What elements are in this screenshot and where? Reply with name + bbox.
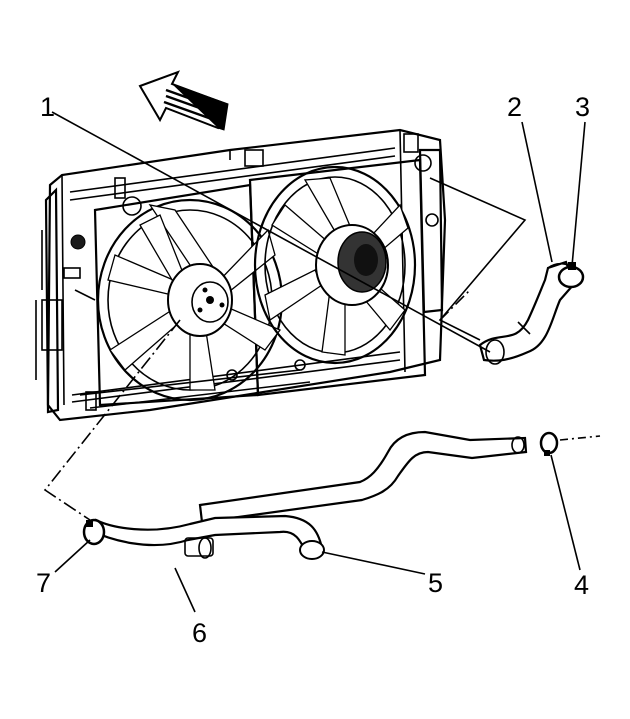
leader-3 [571,121,586,267]
callout-5: 5 [428,568,443,598]
callout-2: 2 [507,92,522,122]
lower-hose-clamp-right [539,431,559,456]
leader-5 [321,551,426,575]
callout-1: 1 [40,92,55,122]
callout-leaders [51,111,586,613]
lower-radiator-hose [88,430,528,560]
leader-2 [521,121,553,263]
leader-1 [51,111,491,353]
alignment-lines [43,177,601,521]
callout-3: 3 [575,92,590,122]
front-direction-arrow-icon [138,70,229,131]
callout-6: 6 [192,618,207,648]
leader-6 [174,567,196,613]
radiator-fan-assembly [35,128,447,422]
leader-4 [550,454,581,571]
lower-hose-clamp-left [82,518,106,546]
leader-7 [54,539,91,573]
callout-7: 7 [36,568,51,598]
callout-4: 4 [574,570,589,600]
